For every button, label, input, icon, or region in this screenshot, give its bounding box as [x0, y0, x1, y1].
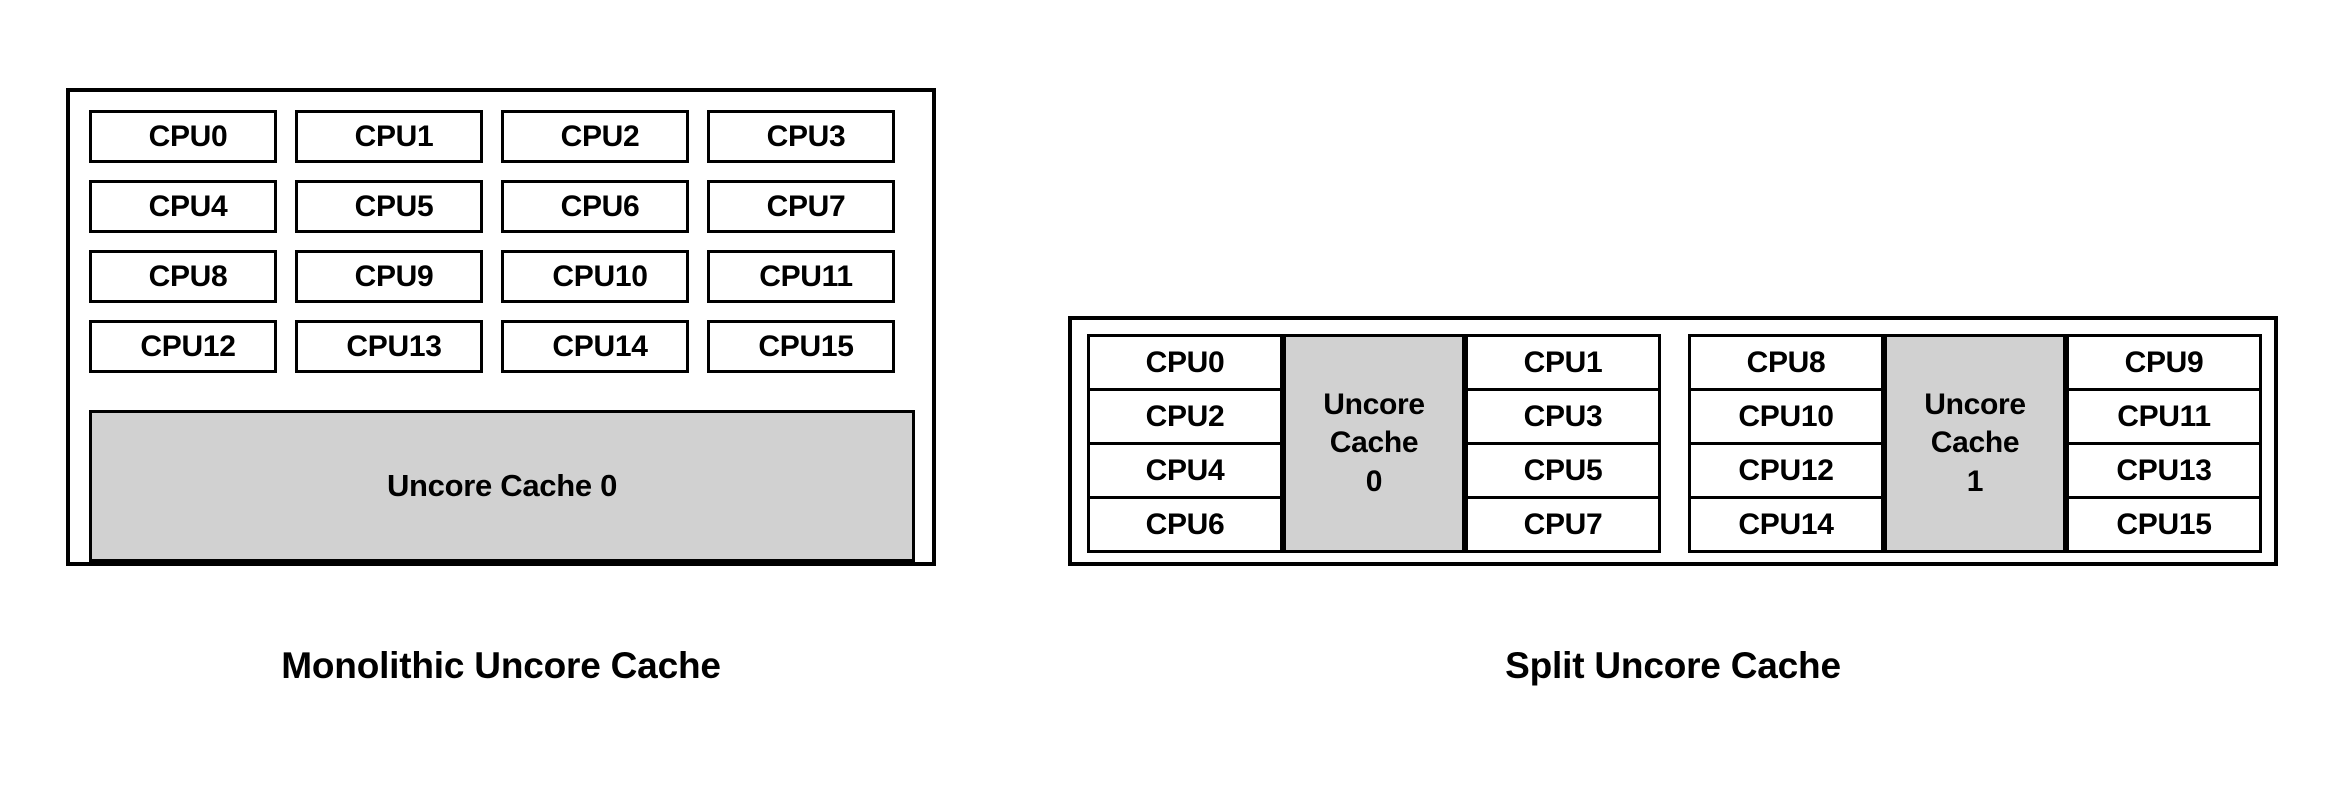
- cpu-box: CPU9: [2069, 337, 2259, 391]
- cpu-box: CPU3: [707, 110, 895, 163]
- cpu-box: CPU9: [295, 250, 483, 303]
- cpu-box: CPU8: [1691, 337, 1881, 391]
- monolithic-package-boundary: CPU0 CPU1 CPU2 CPU3 CPU4 CPU5 CPU6 CPU7 …: [66, 88, 936, 566]
- cpu-box: CPU6: [1145, 507, 1225, 541]
- cpu-box: CPU6: [501, 180, 689, 233]
- cluster-1: CPU8 CPU10 CPU12 CPU14 Uncore Cache 1 CP…: [1688, 334, 2262, 553]
- cpu-box: CPU11: [2069, 391, 2259, 445]
- cpu-box: CPU11: [707, 250, 895, 303]
- split-package-boundary: CPU0 CPU2 CPU4 CPU6 Uncore Cache 0 CPU1 …: [1068, 316, 2278, 566]
- cpu-box: CPU10: [501, 250, 689, 303]
- cpu-box: CPU1: [1468, 337, 1658, 391]
- cpu-box: CPU12: [89, 320, 277, 373]
- cluster-1-right-cpu-column: CPU9 CPU11 CPU13 CPU15: [2066, 334, 2262, 553]
- uncore-cache-box-1: Uncore Cache 1: [1884, 334, 2066, 553]
- cpu-box: CPU2: [501, 110, 689, 163]
- uncore-cache-1-line-1: Uncore: [1924, 387, 2026, 421]
- cpu-box: CPU15: [707, 320, 895, 373]
- cpu-box: CPU14: [501, 320, 689, 373]
- cpu-box: CPU3: [1468, 391, 1658, 445]
- monolithic-cpu-grid: CPU0 CPU1 CPU2 CPU3 CPU4 CPU5 CPU6 CPU7 …: [89, 110, 915, 373]
- cpu-box: CPU8: [89, 250, 277, 303]
- cpu-box: CPU7: [707, 180, 895, 233]
- split-caption: Split Uncore Cache: [1505, 645, 1841, 686]
- cluster-1-left-cpu-column: CPU8 CPU10 CPU12 CPU14: [1688, 334, 1884, 553]
- uncore-cache-1-line-3: 1: [1966, 464, 1984, 498]
- cpu-box: CPU12: [1691, 445, 1881, 499]
- uncore-cache-1-line-2: Cache: [1930, 426, 2020, 460]
- uncore-cache-0-line-1: Uncore: [1323, 387, 1425, 421]
- cpu-box: CPU5: [295, 180, 483, 233]
- uncore-cache-0-line-2: Cache: [1329, 426, 1419, 460]
- cpu-box: CPU10: [1691, 391, 1881, 445]
- cpu-box: CPU14: [1738, 507, 1834, 541]
- split-contents: CPU0 CPU2 CPU4 CPU6 Uncore Cache 0 CPU1 …: [1087, 334, 2263, 553]
- monolithic-caption: Monolithic Uncore Cache: [281, 645, 721, 686]
- cpu-box: CPU4: [1090, 445, 1280, 499]
- cluster-0-right-cpu-column: CPU1 CPU3 CPU5 CPU7: [1465, 334, 1661, 553]
- uncore-cache-0-line-3: 0: [1365, 464, 1383, 498]
- cpu-box: CPU15: [2116, 507, 2212, 541]
- uncore-cache-box: Uncore Cache 0: [89, 410, 915, 562]
- cluster-0-left-cpu-column: CPU0 CPU2 CPU4 CPU6: [1087, 334, 1283, 553]
- cpu-box: CPU2: [1090, 391, 1280, 445]
- cpu-box: CPU4: [89, 180, 277, 233]
- monolithic-contents: CPU0 CPU1 CPU2 CPU3 CPU4 CPU5 CPU6 CPU7 …: [89, 110, 915, 562]
- cpu-box: CPU7: [1523, 507, 1603, 541]
- cpu-box: CPU1: [295, 110, 483, 163]
- cpu-box: CPU13: [2069, 445, 2259, 499]
- cpu-box: CPU0: [89, 110, 277, 163]
- cpu-box: CPU13: [295, 320, 483, 373]
- cpu-box: CPU0: [1090, 337, 1280, 391]
- cluster-0: CPU0 CPU2 CPU4 CPU6 Uncore Cache 0 CPU1 …: [1087, 334, 1661, 553]
- cpu-box: CPU5: [1468, 445, 1658, 499]
- uncore-cache-box-0: Uncore Cache 0: [1283, 334, 1465, 553]
